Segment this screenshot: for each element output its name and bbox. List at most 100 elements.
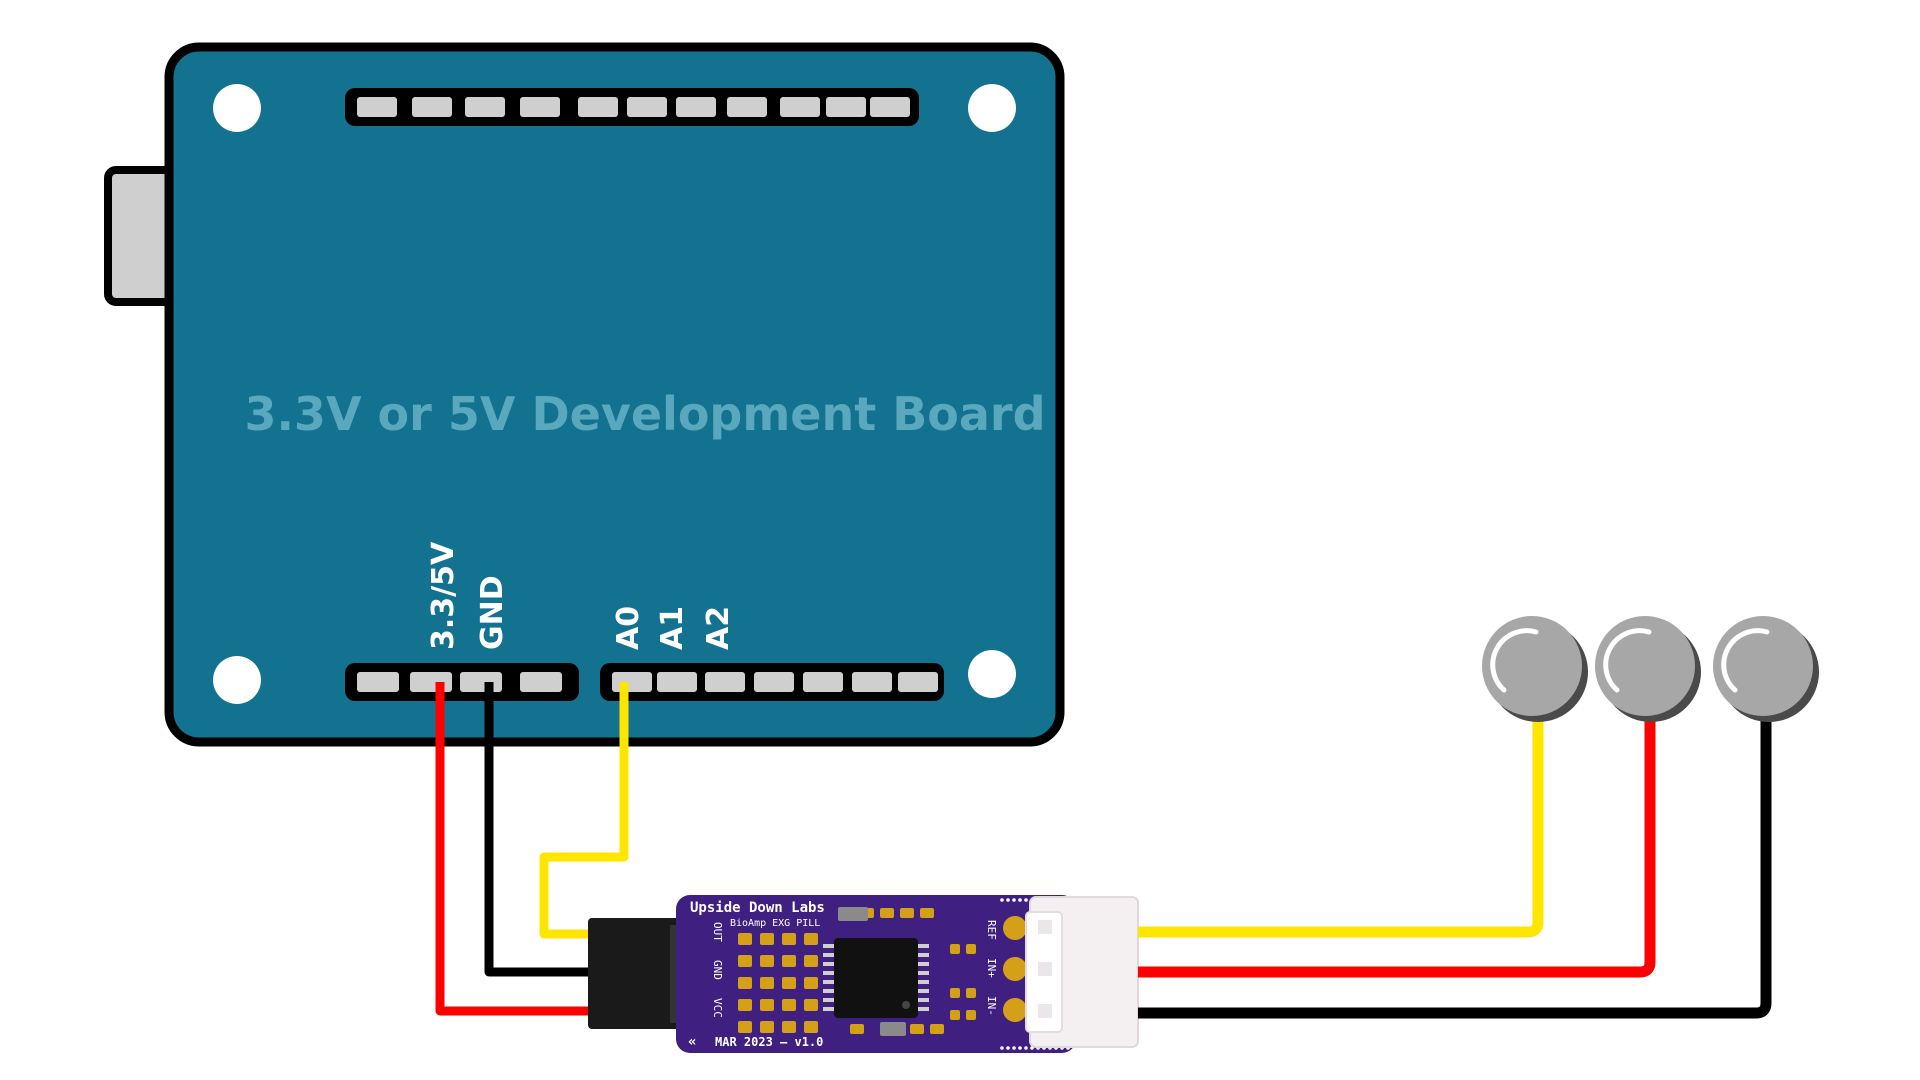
mounting-hole bbox=[968, 650, 1016, 698]
header-pin bbox=[410, 672, 452, 692]
ic-leg bbox=[823, 953, 834, 957]
ic-leg bbox=[823, 944, 834, 948]
ic-leg bbox=[823, 998, 834, 1002]
solder-pad bbox=[950, 1010, 960, 1020]
ic-leg bbox=[918, 998, 929, 1002]
header-pin bbox=[727, 97, 767, 117]
header-pin bbox=[357, 97, 397, 117]
solder-pad bbox=[760, 977, 774, 989]
solder-pad bbox=[850, 1024, 864, 1034]
solder-pad bbox=[966, 988, 976, 998]
header-pin bbox=[803, 672, 843, 692]
solder-pad bbox=[738, 933, 752, 945]
solder-pad bbox=[760, 1021, 774, 1033]
ic-leg bbox=[823, 962, 834, 966]
via bbox=[1006, 898, 1010, 902]
module-pin-gnd: GND bbox=[711, 960, 724, 980]
electrode-icon bbox=[1482, 616, 1588, 722]
capacitor bbox=[838, 907, 868, 921]
module-pin-in-minus: IN- bbox=[985, 996, 998, 1016]
solder-pad bbox=[760, 955, 774, 967]
solder-pad bbox=[738, 1021, 752, 1033]
ref-pad bbox=[1003, 916, 1027, 940]
solder-pad bbox=[950, 988, 960, 998]
via bbox=[1024, 1046, 1028, 1050]
pin-label-a0: A0 bbox=[611, 606, 646, 650]
solder-pad bbox=[950, 944, 960, 954]
header-pin bbox=[465, 97, 505, 117]
electrode-disc bbox=[1595, 616, 1695, 716]
in-minus-electrode-wire bbox=[1138, 712, 1772, 1019]
solder-pad bbox=[782, 1021, 796, 1033]
board-body bbox=[164, 42, 1065, 747]
header-pin bbox=[612, 672, 652, 692]
solder-pad bbox=[804, 955, 818, 967]
header-pin bbox=[520, 97, 560, 117]
board-title: 3.3V or 5V Development Board bbox=[244, 387, 1045, 441]
solder-pad bbox=[930, 1024, 944, 1034]
header-pin bbox=[898, 672, 938, 692]
ground-wire bbox=[484, 682, 600, 977]
header-pin bbox=[676, 97, 716, 117]
ic-leg bbox=[918, 1007, 929, 1011]
module-pin-out: OUT bbox=[711, 922, 724, 942]
solder-pad bbox=[782, 955, 796, 967]
pin-label-gnd: GND bbox=[475, 575, 510, 650]
mounting-hole bbox=[213, 656, 261, 704]
capacitor bbox=[880, 1022, 906, 1036]
solder-pad bbox=[760, 933, 774, 945]
solder-pad bbox=[738, 955, 752, 967]
solder-pad bbox=[900, 908, 914, 918]
via bbox=[1018, 1046, 1022, 1050]
development-board: 3.3V or 5V Development Board 3.3/5V GND … bbox=[104, 42, 1065, 747]
electrode-disc bbox=[1713, 616, 1813, 716]
header-pin bbox=[754, 672, 794, 692]
via bbox=[1012, 898, 1016, 902]
pin-label-vcc: 3.3/5V bbox=[426, 541, 461, 650]
ref-electrode-wire bbox=[1138, 712, 1544, 938]
ic-leg bbox=[918, 953, 929, 957]
ic-legs bbox=[823, 944, 929, 1011]
solder-pad bbox=[804, 999, 818, 1011]
double-chevron-left-icon: « bbox=[688, 1034, 696, 1050]
via bbox=[1018, 898, 1022, 902]
solder-pad bbox=[782, 933, 796, 945]
mounting-hole bbox=[213, 84, 261, 132]
solder-pad bbox=[738, 977, 752, 989]
via bbox=[1006, 1046, 1010, 1050]
ic-leg bbox=[918, 980, 929, 984]
via bbox=[1012, 1046, 1016, 1050]
mounting-hole bbox=[968, 84, 1016, 132]
solder-pad bbox=[760, 999, 774, 1011]
header-pin bbox=[657, 672, 697, 692]
solder-pad bbox=[804, 977, 818, 989]
electrode-highlight bbox=[1721, 628, 1770, 693]
solder-pad bbox=[966, 1010, 976, 1020]
ic-leg bbox=[918, 971, 929, 975]
bioamp-exg-pill-module: Upside Down Labs BioAmp EXG PILL MAR 202… bbox=[588, 895, 1139, 1053]
header-pin bbox=[357, 672, 399, 692]
via bbox=[1024, 898, 1028, 902]
header-pin bbox=[870, 97, 910, 117]
ic-leg bbox=[823, 980, 834, 984]
header-pin bbox=[705, 672, 745, 692]
smd-components bbox=[738, 907, 976, 1036]
module-pin-ref: REF bbox=[985, 920, 998, 940]
solder-pad bbox=[804, 933, 818, 945]
solder-pad bbox=[966, 944, 976, 954]
solder-pad bbox=[782, 999, 796, 1011]
in-plus-electrode-wire bbox=[1138, 712, 1656, 978]
ic-leg bbox=[918, 989, 929, 993]
solder-pad bbox=[910, 1024, 924, 1034]
solder-pad bbox=[804, 1021, 818, 1033]
module-date-version: MAR 2023 – v1.0 bbox=[715, 1035, 823, 1049]
header-pin bbox=[520, 672, 562, 692]
solder-pad bbox=[782, 977, 796, 989]
module-pin-vcc: VCC bbox=[711, 998, 724, 1018]
module-pin-in-plus: IN+ bbox=[985, 958, 998, 978]
header-pin bbox=[460, 672, 502, 692]
header-pin bbox=[780, 97, 820, 117]
header-pin bbox=[578, 97, 618, 117]
power-wire bbox=[435, 682, 600, 1016]
